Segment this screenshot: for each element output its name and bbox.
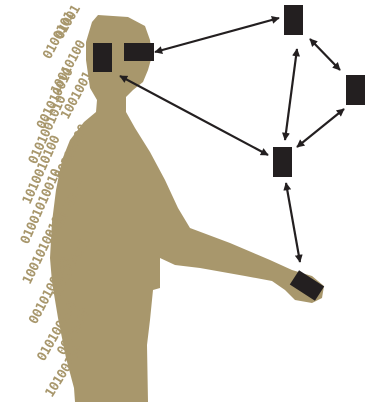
node-top (284, 5, 303, 35)
arrow-top-to-middle-node (285, 49, 297, 140)
node-right (346, 75, 365, 105)
arrow-right-to-middle-node (297, 109, 344, 147)
glasses-right-lens (124, 43, 154, 61)
person-silhouette (50, 15, 324, 402)
arrow-middle-to-device (286, 183, 300, 262)
person-body (50, 15, 324, 402)
network-nodes (273, 5, 365, 177)
glasses-left-lens (93, 43, 112, 72)
arrow-glasses-to-top-node (155, 18, 279, 52)
arrow-top-to-right-node (310, 39, 340, 70)
node-middle (273, 147, 292, 177)
